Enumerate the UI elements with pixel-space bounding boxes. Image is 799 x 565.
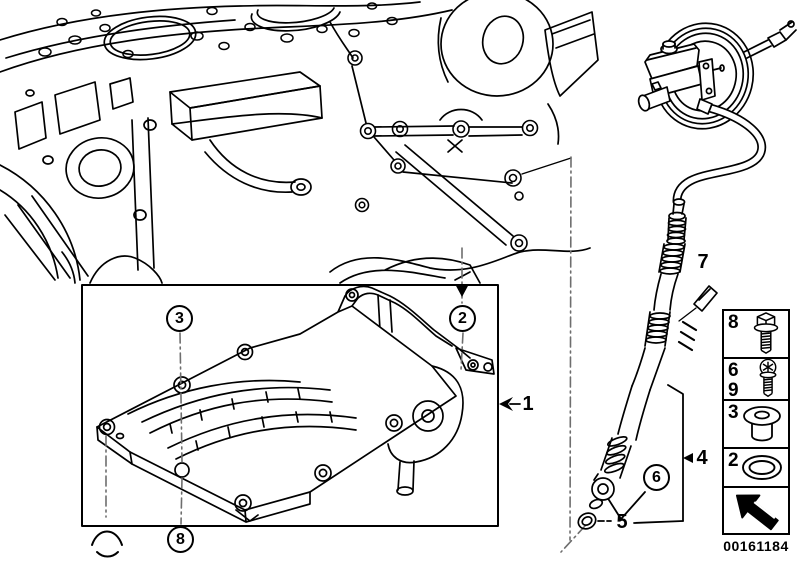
callout-4-label[interactable]: 4 [696,447,708,469]
callout-8-balloon[interactable]: 8 [167,526,194,553]
legend-number: 2 [728,450,739,471]
legend-row-hex-bolt[interactable]: 8 [724,311,788,359]
legend-number: 6 [728,360,739,381]
o-ring-icon [742,455,782,480]
legend-number: 3 [728,402,739,423]
callout-6-number: 6 [652,468,661,486]
torx-screw-icon [759,359,777,397]
centerline-marks [105,156,586,553]
engine-block-drawing [0,0,599,284]
sealing-plug-icon [743,406,781,442]
callout-6-balloon[interactable]: 6 [643,464,670,491]
brake-booster-drawing [637,20,797,206]
legend-number: 9 [728,379,739,401]
oil-pump-assembly-drawing [96,285,495,523]
legend-number: 8 [728,312,739,333]
legend-row-sealing-plug[interactable]: 3 [724,401,788,449]
callout-2-balloon[interactable]: 2 [449,305,476,332]
hex-flange-bolt-icon [753,312,779,354]
diagram-id-label: 00161184 [723,538,789,554]
legend-row-direction[interactable] [724,488,788,533]
callout-3-number: 3 [175,309,184,327]
callout-3-balloon[interactable]: 3 [166,305,193,332]
callout-8-number: 8 [176,530,185,548]
callout-7-label[interactable]: 7 [697,251,709,273]
vacuum-pipe-drawing [577,198,718,530]
fastener-legend: 8 6 9 [722,309,790,535]
legend-row-torx-screw[interactable]: 6 9 [724,359,788,401]
legend-row-o-ring[interactable]: 2 [724,449,788,488]
callout-1-label[interactable]: 1 [522,393,534,415]
callout-5-label[interactable]: 5 [616,511,628,533]
callout-2-number: 2 [458,309,467,327]
section-arc-symbol [91,530,123,558]
detail-box-frame [81,284,499,527]
direction-arrow-icon [735,494,779,531]
